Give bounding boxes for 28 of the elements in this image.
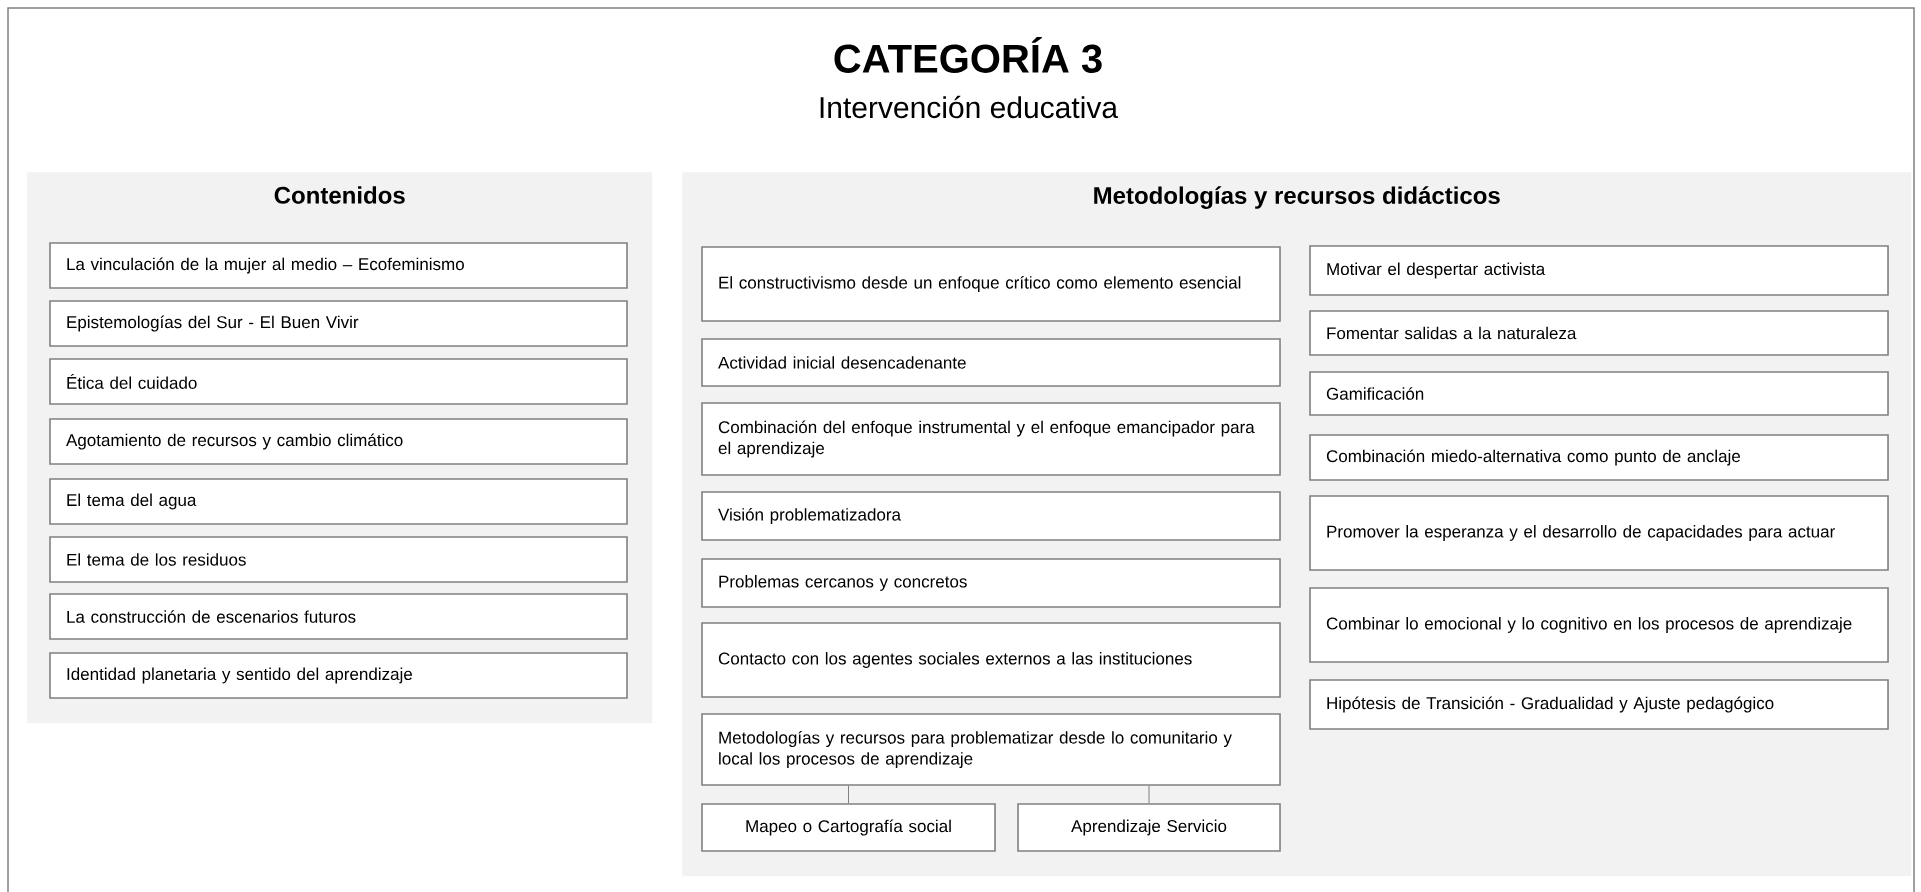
text-box: Problemas cercanos y concretos — [701, 558, 1281, 608]
text-box: Hipótesis de Transición - Gradualidad y Ajuste pedagógico — [1309, 679, 1889, 730]
text-box: El tema de los residuos — [49, 536, 628, 583]
text-box: Gamificación — [1309, 371, 1889, 416]
text-box: La construcción de escenarios futuros — [49, 593, 628, 640]
title: CATEGORÍA 3 — [834, 37, 1102, 73]
text-box: Identidad planetaria y sentido del aprendizaje — [49, 652, 628, 699]
text-box: Contacto con los agentes sociales externos a las instituciones — [701, 622, 1281, 698]
connector-line — [1148, 785, 1150, 804]
text-box: Combinación miedo-alternativa como punto de anclaje — [1309, 434, 1889, 481]
text-box: El constructivismo desde un enfoque crítico como elemento esencial — [701, 246, 1281, 322]
text-box: Fomentar salidas a la naturaleza — [1309, 310, 1889, 356]
text-box: Metodologías y recursos para problematizar desde lo comunitario y local los procesos de aprendizaje — [701, 713, 1281, 786]
subtitle: Intervención educativa — [820, 95, 1119, 119]
sub-box: Aprendizaje Servicio — [1017, 803, 1281, 852]
text-box: Motivar el despertar activista — [1309, 245, 1889, 296]
text-box: Promover la esperanza y el desarrollo de capacidades para actuar — [1309, 495, 1889, 571]
text-box: Combinar lo emocional y lo cognitivo en los procesos de aprendizaje — [1309, 587, 1889, 663]
text-box: Visión problematizadora — [701, 491, 1281, 541]
text-box: Actividad inicial desencadenante — [701, 338, 1281, 387]
text-box: Epistemologías del Sur - El Buen Vivir — [49, 300, 628, 347]
text-box: Combinación del enfoque instrumental y el enfoque emancipador para el aprendizaje — [701, 402, 1281, 476]
text-box: El tema del agua — [49, 478, 628, 525]
connector-line — [848, 785, 849, 804]
text-box: Agotamiento de recursos y cambio climático — [49, 418, 628, 465]
sub-box: Mapeo o Cartografía social — [701, 803, 996, 852]
text-box: Ética del cuidado — [49, 358, 628, 405]
text-box: La vinculación de la mujer al medio – Ecofeminismo — [49, 242, 628, 289]
